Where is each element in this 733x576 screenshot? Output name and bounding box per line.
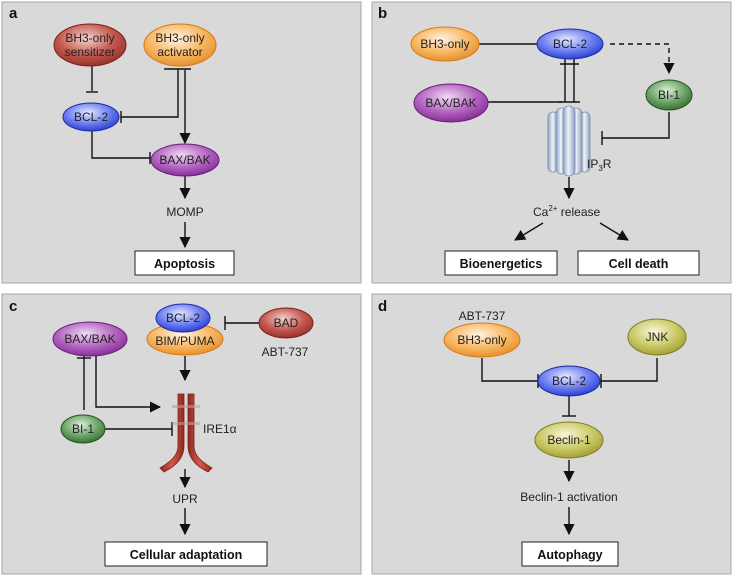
bioenergetics-label: Bioenergetics — [460, 257, 543, 271]
abt737-label-d: ABT-737 — [459, 309, 506, 323]
bh3-sensitizer-line2: sensitizer — [65, 45, 116, 59]
bcl2-label-a: BCL-2 — [74, 110, 108, 124]
bcl2-inhibits-baxbak — [91, 131, 150, 159]
bcl2-label-b: BCL-2 — [553, 37, 587, 51]
apoptosis-box — [134, 250, 235, 276]
autophagy-box — [521, 541, 619, 567]
bcl2-node-c — [155, 303, 211, 333]
bad-node — [258, 307, 314, 339]
bcl2-activates-bi1-dashed — [610, 43, 675, 75]
bcl2-label-c: BCL-2 — [166, 311, 200, 325]
ca-release-label: Ca2+ release — [533, 204, 600, 219]
bh3-sensitizer-line1: BH3-only — [65, 31, 114, 45]
beclin1-label: Beclin-1 — [547, 433, 591, 447]
panel-a: a BH3-only sensitizer BH3-only activator… — [1, 1, 362, 284]
baxbak-node-b — [413, 83, 489, 123]
ip3r-label: IP3R — [587, 157, 612, 173]
baxbak-activates-ire1 — [95, 356, 162, 413]
ire1-label: IRE1α — [203, 422, 237, 436]
momp-label: MOMP — [166, 205, 203, 219]
bad-label: BAD — [274, 316, 299, 330]
ire1-receptor — [159, 393, 213, 473]
baxbak-node-c — [52, 321, 128, 357]
cellular-adaptation-label: Cellular adaptation — [130, 548, 243, 562]
bh3-activator-line2: activator — [157, 45, 202, 59]
activator-inhibits-bcl2-line — [121, 69, 179, 118]
bim-puma-label: BIM/PUMA — [155, 334, 214, 348]
baxbak-label-b: BAX/BAK — [425, 96, 476, 110]
jnk-label: JNK — [646, 330, 669, 344]
baxbak-label-c: BAX/BAK — [64, 332, 115, 346]
panel-c-label: c — [9, 298, 17, 315]
cell-death-box — [577, 250, 700, 276]
panel-b-label: b — [378, 5, 387, 22]
bcl2-node-b — [536, 28, 604, 60]
beclin1-activation-label: Beclin-1 activation — [520, 490, 617, 504]
bcl2-node-d — [537, 365, 601, 397]
bh3-only-label-b: BH3-only — [420, 37, 469, 51]
bh3-only-node-b — [410, 26, 480, 62]
baxbak-node-a — [150, 143, 220, 177]
bi1-label-c: BI-1 — [72, 422, 94, 436]
panel-b: b BH3-only BCL-2 BAX/BAK BI-1 IP3R — [371, 1, 732, 284]
bcl2-node-a — [62, 102, 120, 132]
bcl2-label-d: BCL-2 — [552, 374, 586, 388]
ip3r-receptor — [547, 105, 591, 177]
jnk-inhibits-bcl2 — [601, 358, 658, 382]
bi1-label-b: BI-1 — [658, 88, 680, 102]
bi1-node-c — [60, 414, 106, 444]
abt737-label-c: ABT-737 — [262, 345, 309, 359]
panel-c: c BIM/PUMA BCL-2 BAD ABT-737 BAX/BAK BI-… — [1, 293, 362, 575]
panel-a-label: a — [9, 5, 18, 22]
cellular-adaptation-box — [104, 541, 268, 567]
autophagy-label: Autophagy — [537, 548, 602, 562]
panel-d-label: d — [378, 298, 387, 315]
bh3-only-label-d: BH3-only — [457, 333, 506, 347]
bh3-inhibits-bcl2-d — [481, 358, 538, 382]
jnk-node — [627, 318, 687, 356]
baxbak-label-a: BAX/BAK — [159, 153, 210, 167]
bh3-sensitizer-node — [53, 23, 127, 67]
bioenergetics-box — [444, 250, 558, 276]
bh3-activator-line1: BH3-only — [155, 31, 204, 45]
upr-label: UPR — [172, 492, 198, 506]
cell-death-label: Cell death — [609, 257, 669, 271]
bi1-inhibits-ip3r — [602, 112, 670, 139]
bi1-node-b — [645, 79, 693, 111]
bh3-activator-node — [143, 23, 217, 67]
beclin1-node — [534, 421, 604, 459]
panel-d: d ABT-737 BH3-only JNK BCL-2 Beclin-1 Be… — [371, 293, 732, 575]
bh3-only-node-d — [443, 322, 521, 358]
apoptosis-label: Apoptosis — [154, 257, 215, 271]
